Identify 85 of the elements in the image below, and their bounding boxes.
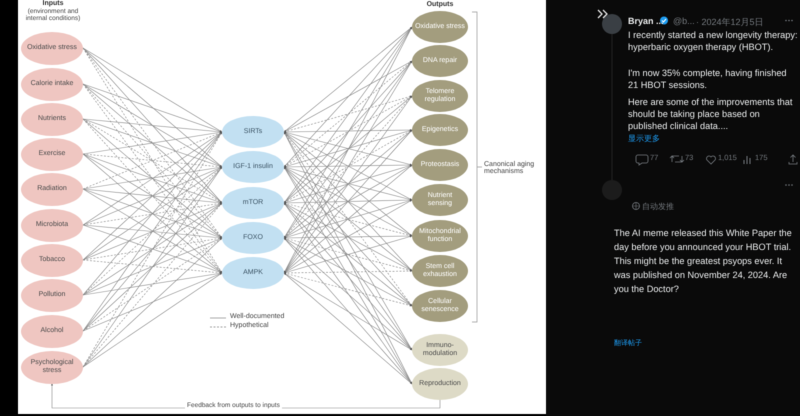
arrow: [82, 272, 222, 296]
arrow: [82, 132, 222, 260]
arrow: [82, 84, 222, 168]
arrow: [82, 131, 222, 154]
arrow: [284, 96, 412, 204]
post-text: I recently started a new longevity therapy: hyperbaric oxygen therapy (HBOT).: [628, 29, 798, 53]
arrow: [82, 202, 222, 296]
arrow: [82, 260, 222, 274]
arrow: [82, 188, 222, 274]
arrow: [82, 224, 222, 274]
arrow: [82, 132, 222, 226]
arrow: [82, 166, 222, 190]
arrow: [82, 202, 222, 260]
arrow: [82, 166, 222, 226]
arrow: [284, 235, 412, 239]
arrow: [284, 96, 412, 238]
arrow: [284, 199, 412, 204]
arrow: [82, 118, 222, 238]
arrow: [82, 132, 222, 190]
author-handle: @b...: [673, 16, 695, 26]
arrow: [82, 188, 222, 238]
arrow: [82, 272, 222, 332]
arrow: [82, 202, 222, 226]
arrow: [284, 272, 412, 306]
arrow: [284, 132, 412, 306]
arrow: [82, 154, 222, 204]
arrow: [284, 202, 412, 384]
arrow: [284, 202, 412, 306]
arrow: [82, 154, 222, 168]
post-text: I'm now 35% complete, having finished 21 HBOT sessions.: [628, 67, 788, 91]
arrow: [82, 237, 222, 260]
arrow: [284, 129, 412, 133]
arrow: [284, 238, 412, 384]
arrow: [284, 60, 412, 204]
arrow: [82, 272, 222, 368]
arrow: [82, 84, 222, 238]
arrow: [284, 238, 412, 350]
reply-text: The AI meme released this White Paper the day before you announced your HBOT trial. This might be the greatest psyops ever. It was published on November 24, 2024. Are you the Doctor?: [614, 227, 793, 296]
arrow: [284, 26, 412, 204]
arrow: [82, 188, 222, 204]
arrow: [284, 60, 412, 168]
arrow: [284, 202, 412, 350]
arrow: [284, 272, 412, 384]
arrow: [284, 166, 412, 350]
arrow: [82, 154, 222, 274]
arrow: [82, 48, 222, 238]
arrow: [82, 238, 222, 332]
arrow: [82, 166, 222, 332]
arrow: [82, 166, 222, 260]
arrow: [82, 48, 222, 274]
arrow: [284, 272, 412, 350]
arrow: [284, 26, 412, 168]
arrow: [82, 238, 222, 368]
arrow: [284, 164, 412, 168]
arrow: [82, 238, 222, 296]
show-more-link: 显示更多: [628, 133, 660, 144]
arrow: [82, 118, 222, 133]
arrow: [82, 132, 222, 332]
arrow: [284, 166, 412, 306]
arrow: [82, 84, 222, 204]
arrow: [82, 118, 222, 168]
author-name: Bryan ...: [628, 16, 664, 26]
arrow: [82, 118, 222, 274]
automated-tag: 自动发推: [642, 201, 674, 212]
arrow: [82, 84, 222, 132]
arrow: [284, 60, 412, 132]
arrow: [82, 202, 222, 368]
arrow: [82, 166, 222, 296]
arrow: [82, 154, 222, 238]
arrow: [284, 96, 412, 274]
arrow: [284, 238, 412, 306]
arrow: [284, 60, 412, 238]
post-date: · 2024年12月5日: [696, 16, 764, 29]
arrow: [82, 224, 222, 239]
arrow: [82, 132, 222, 296]
arrow: [82, 84, 222, 274]
arrow: [284, 96, 412, 132]
arrow: [82, 202, 222, 332]
arrow: [82, 48, 222, 168]
arrow: [82, 48, 222, 204]
arrow: [82, 118, 222, 204]
post-text: Here are some of the improvements that should be taking place based on published clinical data....: [628, 96, 794, 132]
arrow: [284, 96, 412, 168]
arrow: [284, 26, 412, 132]
arrow: [82, 48, 222, 132]
